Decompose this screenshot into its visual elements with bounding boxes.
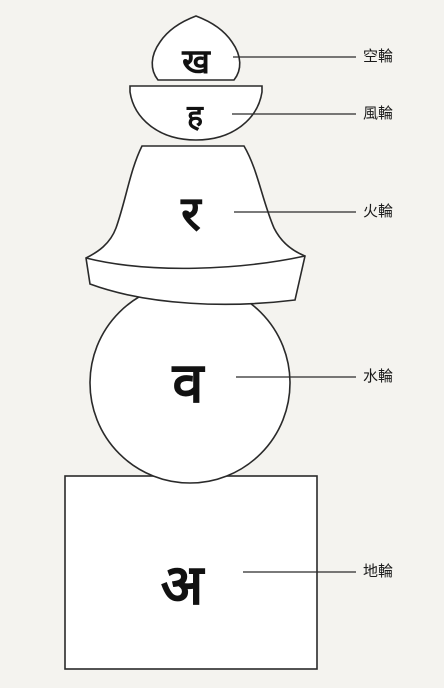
fire-ring-label: 火輪 (363, 202, 393, 220)
earth-seed-syllable: अ (161, 552, 206, 618)
fire-seed-syllable: र (180, 186, 203, 242)
water-seed-syllable: व (171, 350, 205, 416)
wind-ring-label: 風輪 (363, 104, 393, 122)
sky-seed-syllable: ख (181, 42, 211, 82)
water-ring-label: 水輪 (363, 367, 393, 385)
wind-seed-syllable: ह (186, 99, 204, 134)
sky-ring-label: 空輪 (363, 47, 393, 65)
earth-ring-label: 地輪 (363, 562, 393, 580)
